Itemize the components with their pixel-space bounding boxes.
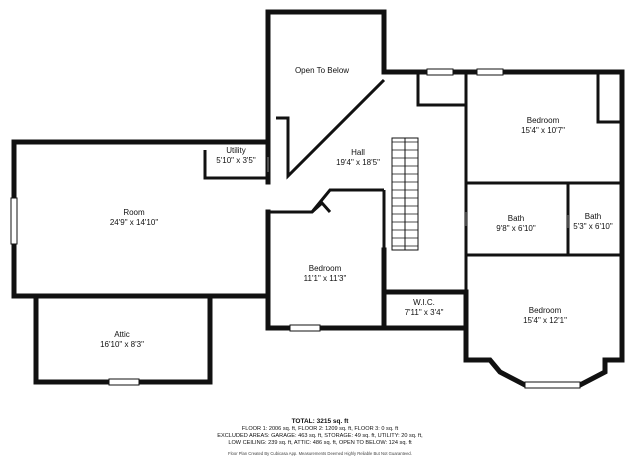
room-name: Utility [226, 146, 246, 155]
room-label-hall: Hall 19'4" x 18'5" [336, 148, 380, 168]
room-label-room: Room 24'9" x 14'10" [110, 208, 158, 228]
room-dims: 19'4" x 18'5" [336, 158, 380, 167]
room-label-bath-right: Bath 5'3" x 6'10" [573, 212, 612, 232]
window-bay [524, 381, 581, 389]
windows [10, 68, 581, 389]
room-dims: 15'4" x 10'7" [521, 126, 565, 135]
wall-utility [203, 150, 268, 180]
window-hall-top-1 [426, 68, 454, 76]
room-dims: 15'4" x 12'1" [523, 316, 567, 325]
room-label-utility: Utility 5'10" x 3'5" [216, 146, 255, 166]
room-label-wic: W.I.C. 7'11" x 3'4" [405, 298, 444, 318]
footer-ceiling: LOW CEILING: 239 sq. ft, ATTIC: 486 sq. … [228, 440, 412, 446]
room-dims: 16'10" x 8'3" [100, 340, 144, 349]
wall-stair-notch [310, 200, 332, 214]
room-name: W.I.C. [413, 298, 435, 307]
wall-bedroom-center-top [268, 188, 384, 214]
footer-credit: Floor Plan Created By Cubicasa App. Meas… [228, 451, 412, 456]
room-label-attic: Attic 16'10" x 8'3" [100, 330, 144, 350]
room-dims: 9'8" x 6'10" [496, 224, 536, 233]
footer-floors: FLOOR 1: 2006 sq. ft, FLOOR 2: 1209 sq. … [241, 426, 399, 432]
room-label-bedroom-upper-right: Bedroom 15'4" x 10'7" [521, 116, 565, 136]
room-dims: 11'1" x 11'3" [303, 274, 347, 283]
room-name: Attic [114, 330, 130, 339]
wall-open-to-below [265, 9, 387, 185]
wall-closet-top [416, 72, 466, 107]
room-name: Open To Below [294, 66, 350, 75]
room-name: Bedroom [526, 116, 560, 125]
room-dims: 5'10" x 3'5" [216, 156, 256, 165]
wall-center-bedroom [265, 209, 387, 331]
window-attic-bottom [108, 378, 140, 386]
room-dims: 24'9" x 14'10" [109, 218, 159, 227]
footer-total: TOTAL: 3215 sq. ft [291, 418, 349, 425]
room-name: Bath [584, 212, 602, 221]
wall-open-diagonal [276, 78, 386, 180]
room-label-bath-left: Bath 9'8" x 6'10" [496, 214, 535, 234]
stairs [391, 137, 419, 251]
room-name: Hall [351, 148, 365, 157]
footer-excluded: EXCLUDED AREAS: GARAGE: 463 sq. ft, STOR… [217, 433, 423, 439]
doors [267, 157, 569, 228]
room-name: Bedroom [528, 306, 562, 315]
room-dims: 7'11" x 3'4" [404, 308, 444, 317]
room-label-bedroom-center: Bedroom 11'1" x 11'3" [304, 264, 347, 284]
room-name: Room [123, 208, 145, 217]
window-hall-top-2 [476, 68, 504, 76]
room-label-bedroom-lower-right: Bedroom 15'4" x 12'1" [523, 306, 567, 326]
room-name: Bedroom [308, 264, 342, 273]
room-name: Bath [507, 214, 525, 223]
window-room-left [10, 197, 18, 245]
room-label-open-to-below: Open To Below [295, 66, 349, 76]
stair-steps [392, 141, 418, 247]
room-dims: 5'3" x 6'10" [573, 222, 613, 231]
window-bedroom-center [289, 324, 321, 332]
wall-closet-right [596, 72, 622, 124]
